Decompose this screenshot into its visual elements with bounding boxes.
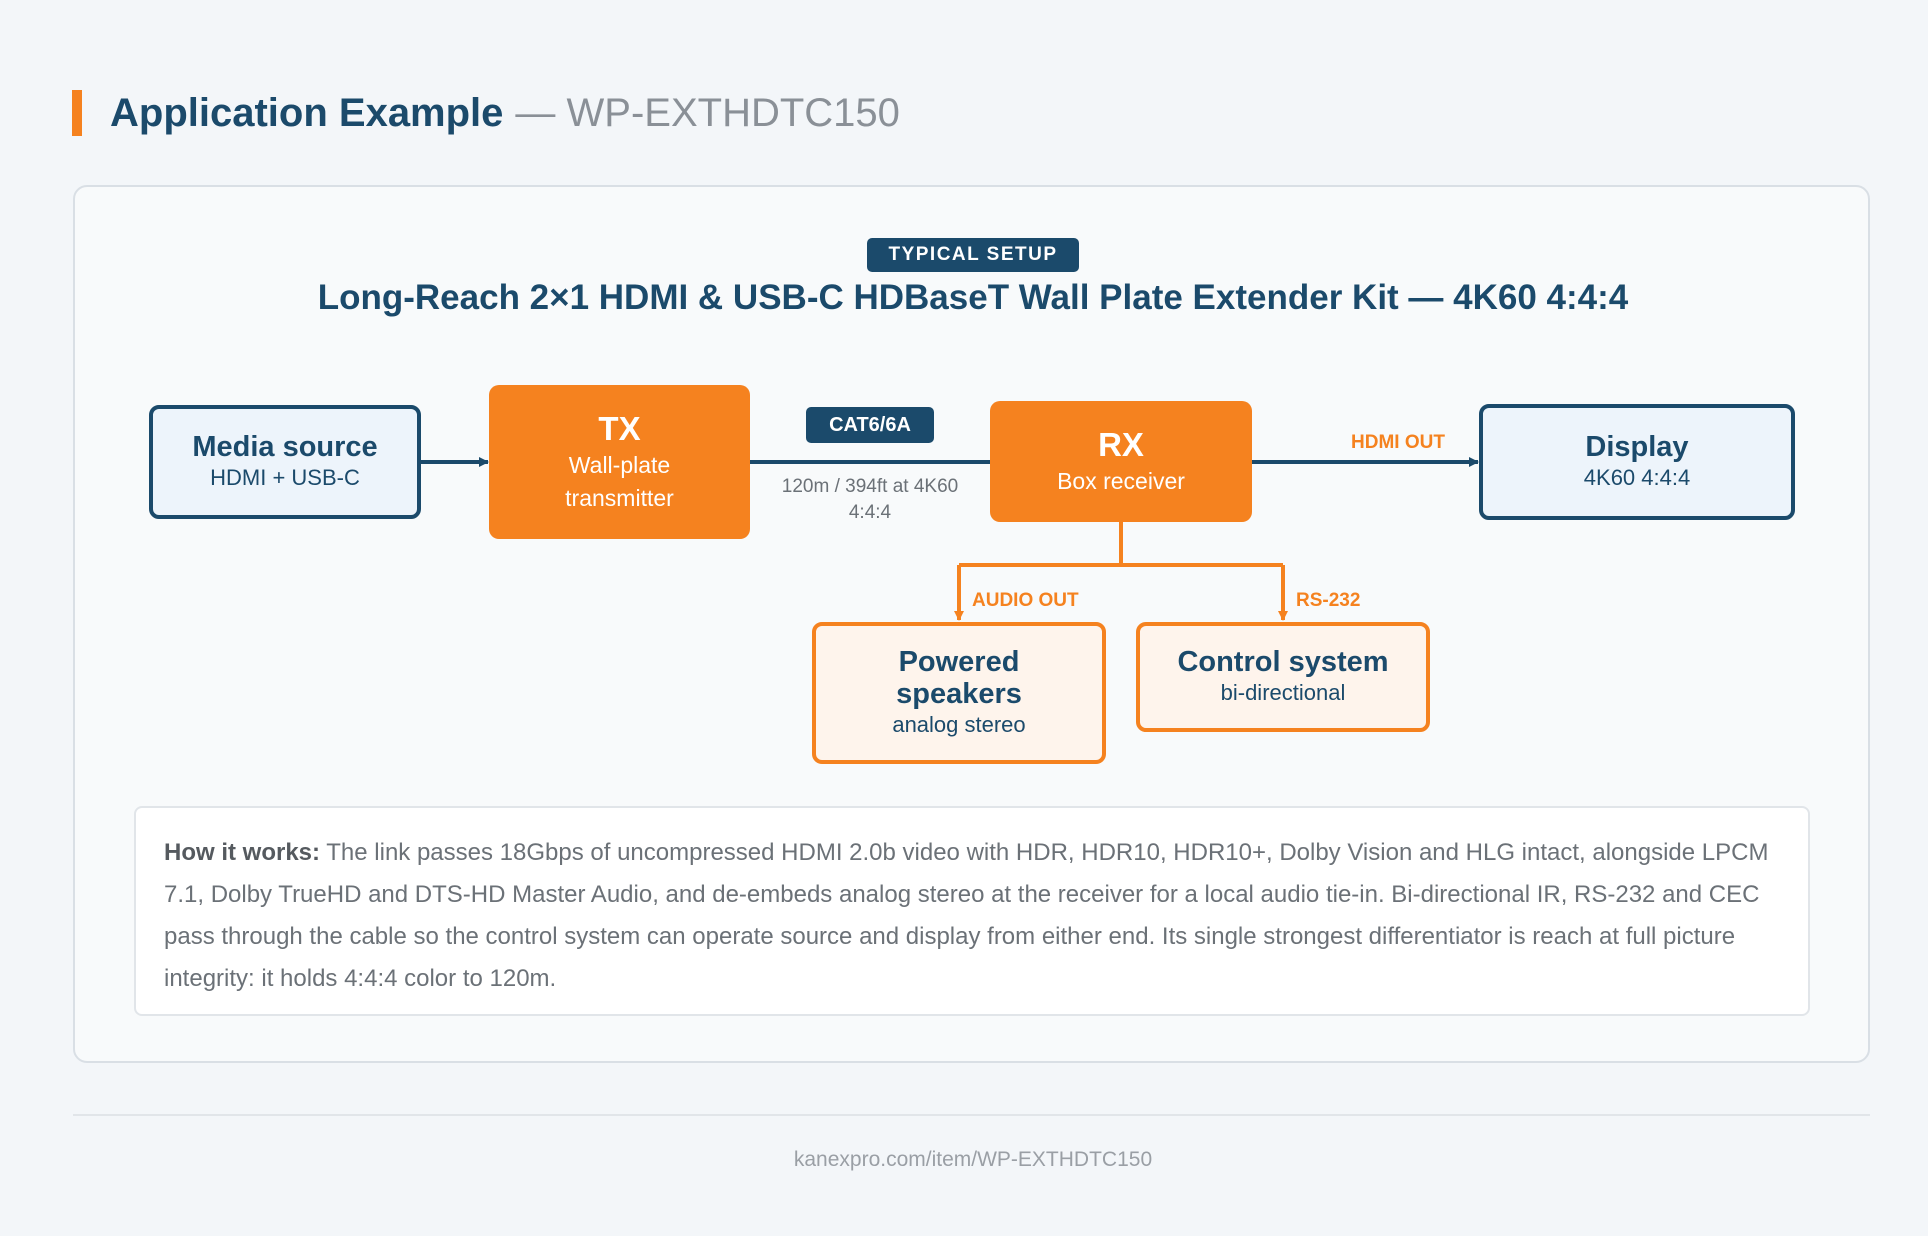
page-header: Application Example — WP-EXTHDTC150 bbox=[72, 88, 900, 138]
rx-title: RX bbox=[1098, 426, 1144, 463]
cable-type-badge: CAT6/6A bbox=[806, 407, 934, 443]
model-number: — WP-EXTHDTC150 bbox=[515, 90, 900, 135]
speakers-sub: analog stereo bbox=[892, 712, 1026, 737]
display-node: Display 4K60 4:4:4 bbox=[1479, 404, 1795, 520]
how-it-works-text: The link passes 18Gbps of uncompressed H… bbox=[164, 839, 1769, 992]
media-source-node: Media source HDMI + USB-C bbox=[149, 405, 421, 519]
control-system-node: Control system bi-directional bbox=[1136, 622, 1430, 732]
page-title: Application Example bbox=[110, 90, 504, 135]
powered-speakers-node: Powered speakers analog stereo bbox=[812, 622, 1106, 764]
display-title: Display bbox=[1585, 431, 1689, 463]
how-it-works-box: How it works: The link passes 18Gbps of … bbox=[134, 806, 1810, 1016]
rx-node: RX Box receiver bbox=[990, 401, 1252, 522]
footer-divider bbox=[73, 1114, 1870, 1116]
control-title: Control system bbox=[1177, 646, 1389, 678]
how-it-works-lead: How it works: bbox=[164, 839, 321, 866]
rs232-label: RS-232 bbox=[1296, 590, 1361, 611]
media-source-sub: HDMI + USB-C bbox=[210, 465, 360, 490]
control-sub: bi-directional bbox=[1220, 680, 1346, 705]
tx-title: TX bbox=[598, 410, 641, 447]
display-sub: 4K60 4:4:4 bbox=[1583, 465, 1691, 490]
footer-url: kanexpro.com/item/WP-EXTHDTC150 bbox=[793, 1148, 1153, 1171]
speakers-title: Powered speakers bbox=[896, 646, 1022, 710]
accent-bar bbox=[72, 90, 82, 136]
typical-setup-badge: TYPICAL SETUP bbox=[867, 238, 1079, 272]
cable-reach-note: 120m / 394ft at 4K60 4:4:4 bbox=[781, 476, 959, 523]
tx-sub: Wall-plate transmitter bbox=[565, 452, 674, 511]
tx-node: TX Wall-plate transmitter bbox=[489, 385, 750, 539]
diagram-title: Long-Reach 2×1 HDMI & USB-C HDBaseT Wall… bbox=[317, 278, 1629, 317]
media-source-title: Media source bbox=[192, 431, 378, 463]
rx-sub: Box receiver bbox=[1057, 468, 1185, 494]
hdmi-out-label: HDMI OUT bbox=[1351, 432, 1445, 453]
audio-out-label: AUDIO OUT bbox=[972, 590, 1079, 611]
